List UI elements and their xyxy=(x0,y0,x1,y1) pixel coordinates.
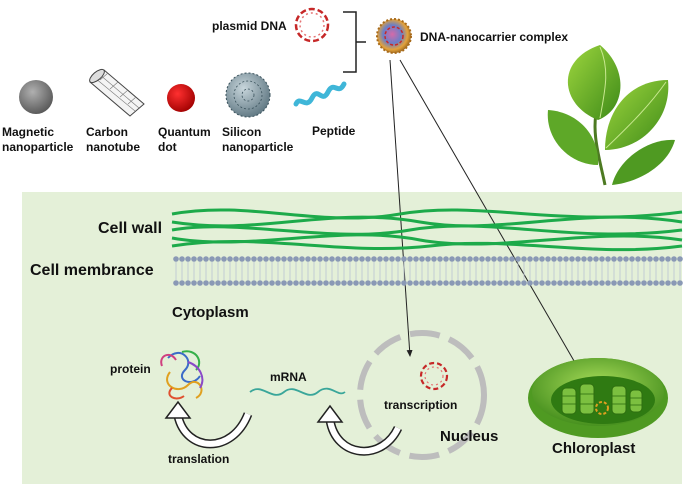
bracket xyxy=(343,11,366,73)
label-dna-nanocarrier-complex: DNA-nanocarrier complex xyxy=(420,30,569,44)
label-mrna: mRNA xyxy=(270,370,307,384)
chloroplast-icon xyxy=(528,358,668,438)
transcription-curved-arrow xyxy=(316,404,403,456)
label-cell-membrane: Cell membrance xyxy=(30,262,154,279)
label-nucleus: Nucleus xyxy=(440,428,499,445)
cell-wall xyxy=(171,208,683,252)
magnetic-nanoparticle-icon xyxy=(19,80,53,114)
cell-background xyxy=(22,192,682,484)
mrna-strand-icon xyxy=(249,387,346,396)
carbon-nanotube-icon xyxy=(89,68,145,117)
peptide-icon xyxy=(293,81,347,107)
plant-leaves-icon xyxy=(547,45,675,186)
silicon-nanoparticle-icon xyxy=(225,72,271,118)
label-plasmid-dna: plasmid DNA xyxy=(212,19,287,33)
label-chloroplast: Chloroplast xyxy=(552,440,636,457)
label-cell-wall: Cell wall xyxy=(98,220,163,237)
label-protein: protein xyxy=(110,362,151,376)
label-carbon-nanotube: Carbon nanotube xyxy=(86,125,140,154)
label-transcription: transcription xyxy=(384,398,458,412)
label-translation: translation xyxy=(168,452,230,466)
cell-membrane xyxy=(173,256,683,286)
label-cytoplasm: Cytoplasm xyxy=(172,304,249,321)
arrow-to-nucleus xyxy=(389,59,413,357)
label-quantum-dot: Quantum dot xyxy=(158,125,211,154)
nucleus-envelope xyxy=(357,330,487,460)
label-magnetic-nanoparticle: Magnetic nanoparticle xyxy=(2,125,74,154)
quantum-dot-icon xyxy=(167,84,195,112)
nucleus-plasmid-icon xyxy=(419,361,449,391)
label-peptide: Peptide xyxy=(312,124,356,138)
label-silicon-nanoparticle: Silicon nanoparticle xyxy=(222,125,294,154)
nanocarrier-complex-icon xyxy=(376,18,412,54)
plasmid-icon xyxy=(294,7,330,43)
translation-curved-arrow xyxy=(164,400,253,449)
protein-structure-icon xyxy=(160,350,204,400)
